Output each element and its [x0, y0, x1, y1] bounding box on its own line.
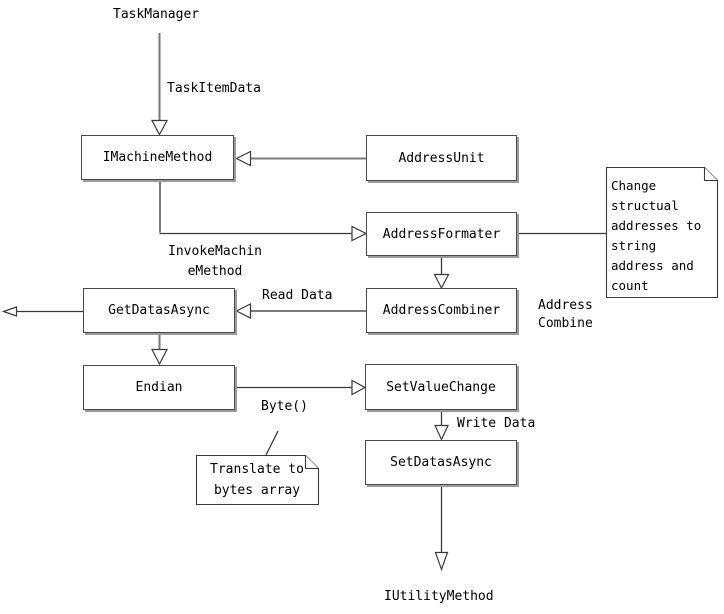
open-arrowhead-left-icon [1, 306, 18, 317]
node-getdatasasync: GetDatasAsync [83, 288, 235, 333]
note-fold-corner-icon [703, 167, 718, 182]
open-arrowhead-down-icon [150, 119, 169, 136]
label-byte: Byte() [261, 399, 308, 414]
label-write-data: Write Data [457, 416, 536, 431]
note-translate-bytes-text: Translate to bytes array [210, 462, 304, 498]
open-arrowhead-down-icon [434, 551, 449, 572]
node-addressunit: AddressUnit [366, 135, 517, 181]
label-taskitemdata: TaskItemData [167, 81, 261, 96]
connector-getdatasasync-to-endian [151, 333, 168, 366]
node-addresscombiner: AddressCombiner [366, 288, 517, 333]
label-taskmanager: TaskManager [113, 7, 200, 22]
label-invokemachinemethod: InvokeMachin eMethod [168, 244, 262, 279]
connector-endian-to-setvaluechange [235, 379, 367, 396]
note-translate-bytes-shape [195, 454, 320, 506]
open-arrowhead-left-icon [235, 303, 252, 319]
connector-setdatasasync-to-iutilitymethod [434, 485, 449, 572]
connector-taskmanager-to-imachinemethod [150, 33, 169, 136]
open-arrowhead-right-icon [351, 379, 367, 396]
note-outline [605, 166, 719, 299]
open-arrowhead-down-icon [434, 424, 449, 441]
label-address-combine: Address Combine [538, 298, 593, 331]
node-endian: Endian [83, 365, 235, 410]
note-connector-translate-bytes [265, 430, 279, 456]
connector-addressformater-to-addresscombiner [433, 256, 450, 290]
connector-line [265, 430, 279, 456]
connector-getdatasasync-to-left-edge [1, 306, 83, 317]
open-arrowhead-down-icon [151, 348, 168, 366]
connector-imachinemethod-to-addressformater [159, 181, 368, 242]
note-change-structual-text: Change structual addresses to string add… [611, 178, 702, 293]
label-read-data: Read Data [262, 288, 333, 303]
node-setvaluechange: SetValueChange [365, 364, 517, 410]
node-addressformater: AddressFormater [366, 212, 517, 256]
connector-setvaluechange-to-setdatasasync [434, 410, 449, 441]
open-arrowhead-left-icon [235, 150, 252, 167]
node-imachinemethod: IMachineMethod [81, 135, 234, 180]
note-outline [195, 454, 320, 506]
connector-addressunit-to-imachinemethod [235, 150, 366, 167]
open-arrowhead-right-icon [351, 225, 368, 242]
note-change-structual-shape [605, 166, 719, 299]
connector-addresscombiner-to-getdatasasync [235, 303, 366, 319]
open-arrowhead-down-icon [433, 273, 450, 290]
node-setdatasasync: SetDatasAsync [365, 440, 517, 485]
note-fold-corner-icon [304, 455, 319, 470]
label-iutilitymethod: IUtilityMethod [384, 589, 494, 604]
